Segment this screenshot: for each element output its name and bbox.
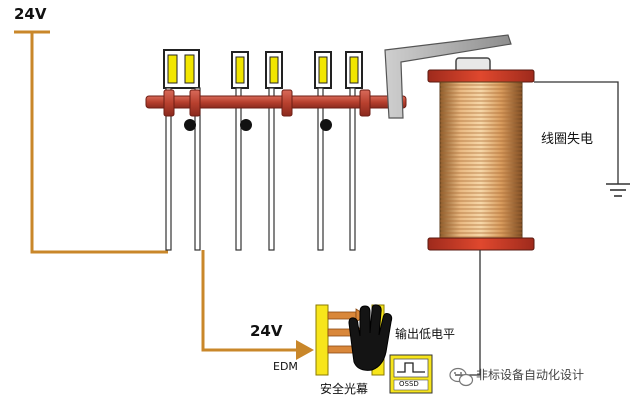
ground-icon (606, 183, 630, 197)
light-curtain-label: 安全光幕 (320, 382, 369, 396)
ossd-label: OSSD (399, 380, 419, 388)
supply-wire (14, 30, 168, 254)
watermark-text: 非标设备自动化设计 (476, 368, 585, 382)
actuator-bar (145, 89, 407, 131)
pulse-icon (397, 362, 425, 373)
relay-contacts (163, 49, 363, 251)
edm-wire (201, 250, 314, 360)
relay-coil (427, 57, 535, 251)
armature-lever (384, 34, 512, 119)
hand-icon (348, 304, 393, 371)
edm-label: EDM (273, 360, 298, 373)
supply-voltage-label: 24V (14, 5, 47, 23)
output-state-label: 输出低电平 (395, 327, 456, 341)
wechat-icon (449, 367, 474, 387)
ossd-box (389, 354, 433, 394)
edm-arrow-icon (296, 340, 314, 360)
edm-voltage-label: 24V (250, 322, 283, 340)
coil-state-label: 线圈失电 (541, 132, 594, 147)
